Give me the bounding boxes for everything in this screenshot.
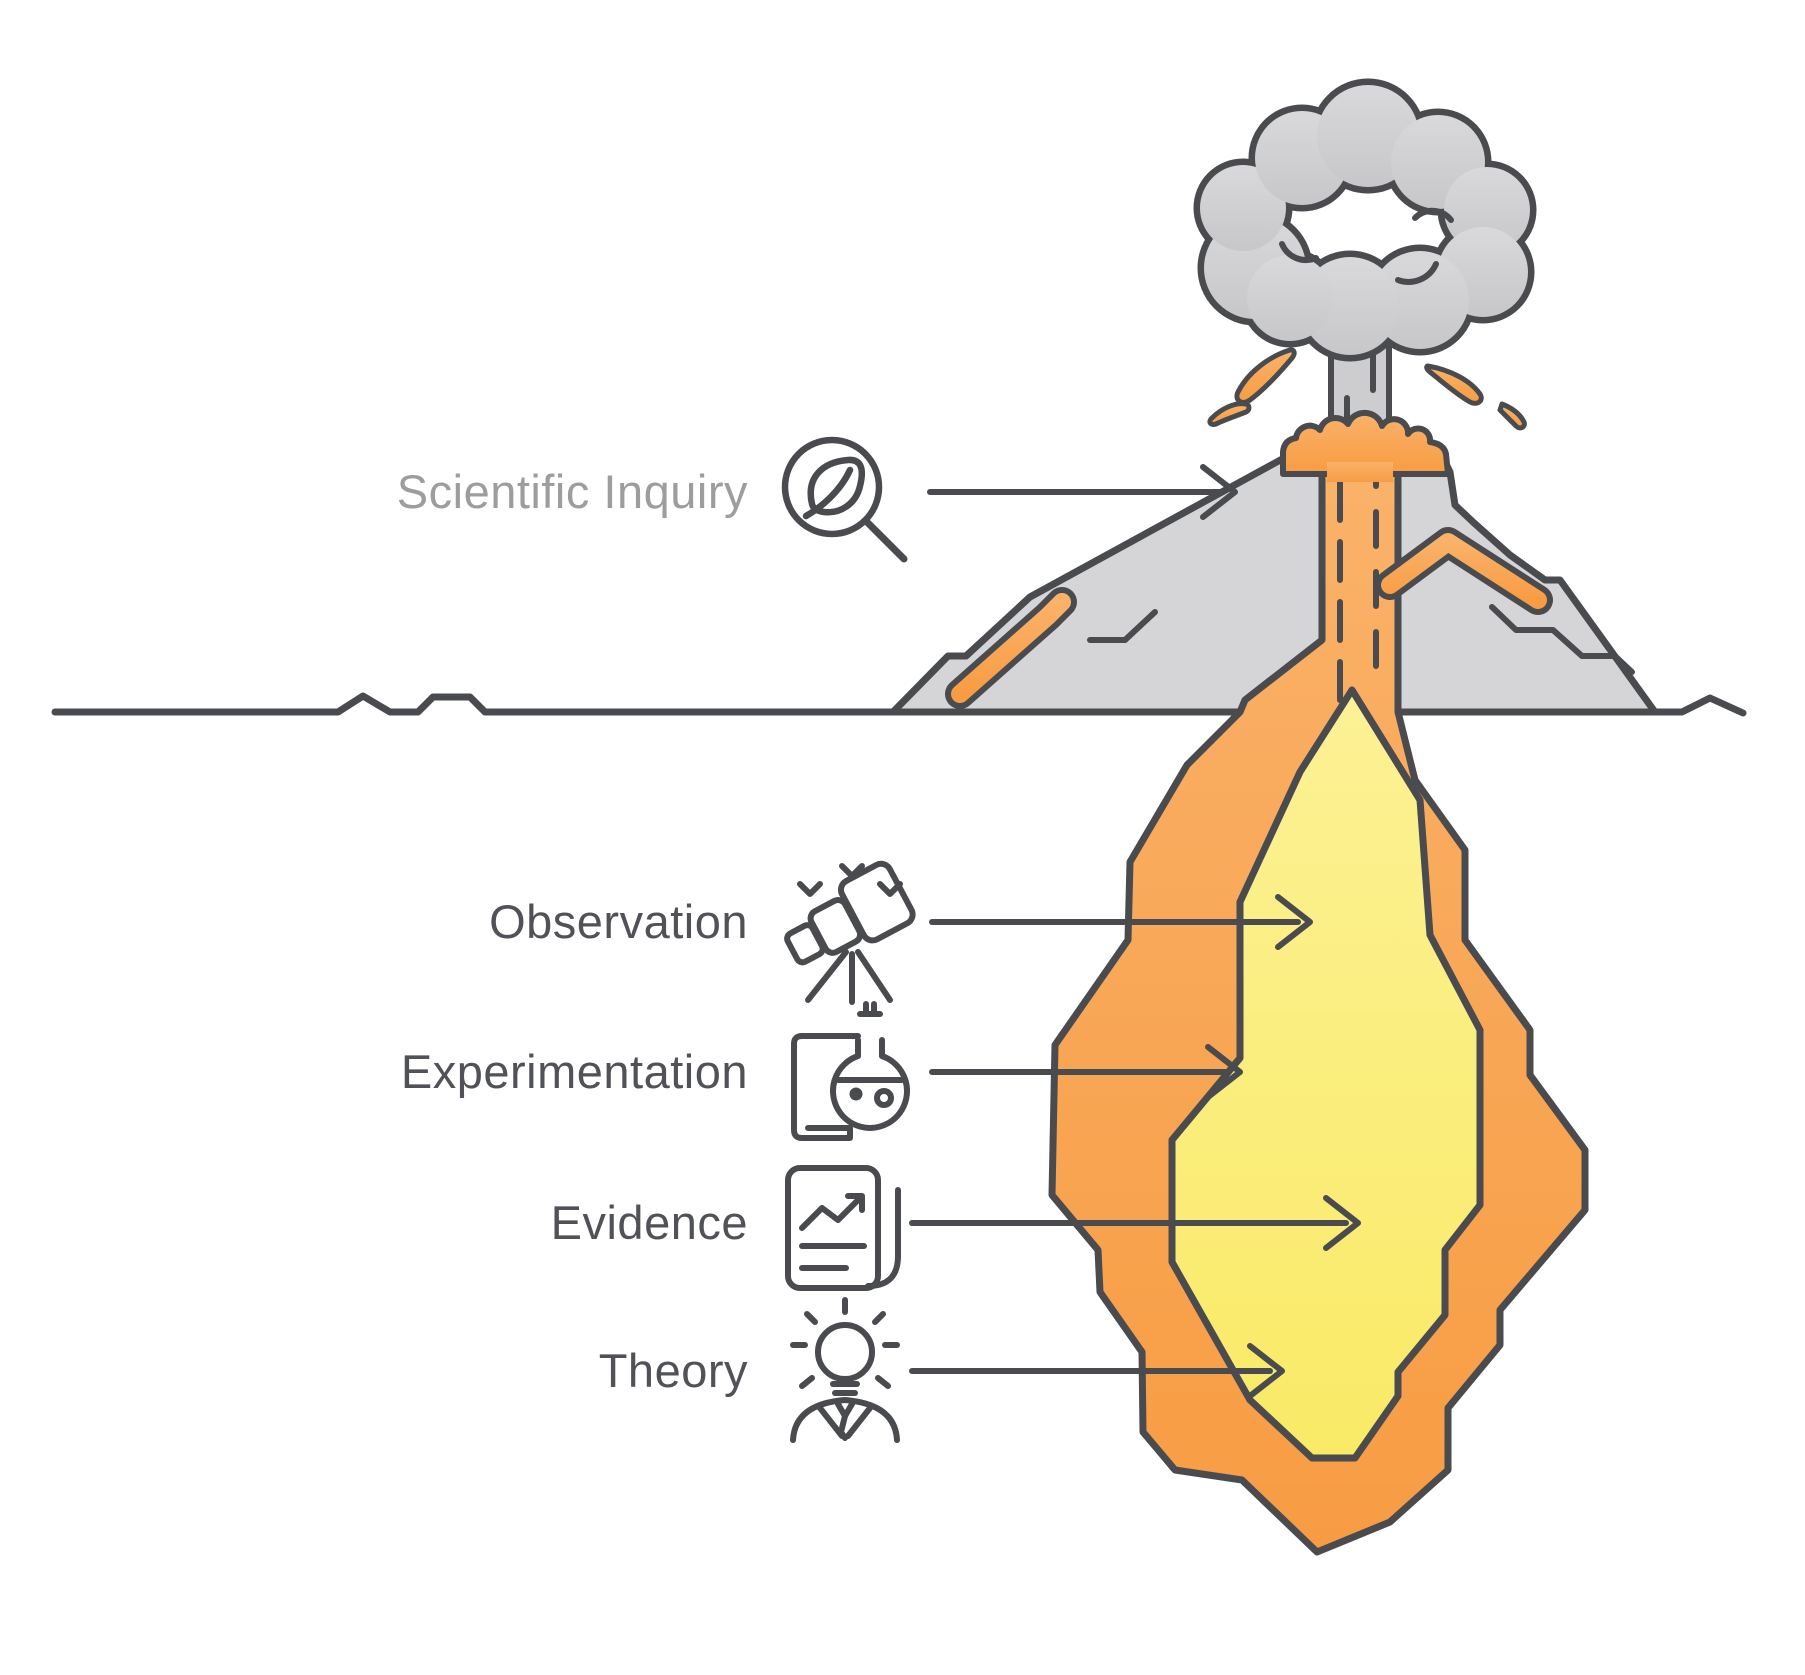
magma-inner — [1168, 686, 1484, 1462]
arrow-experimentation — [929, 1044, 1243, 1100]
label-scientific-inquiry: Scientific Inquiry — [396, 465, 748, 518]
magma-chamber — [1048, 454, 1589, 1556]
arrow-evidence — [909, 1195, 1361, 1251]
fault-line-left — [1087, 609, 1158, 643]
label-theory: Theory — [598, 1344, 748, 1397]
pointer-arrows — [909, 464, 1361, 1399]
magnifier-leaf-icon — [781, 436, 908, 563]
lightbulb-person-icon — [790, 1297, 900, 1443]
ash-cloud — [1193, 78, 1537, 362]
arrow-observation — [929, 894, 1313, 950]
lava-streaks — [945, 527, 1553, 709]
lava-splashes — [1207, 347, 1527, 431]
crater-lava — [1280, 409, 1451, 482]
label-observation: Observation — [489, 895, 748, 948]
telescope-icon — [784, 860, 916, 1005]
label-evidence: Evidence — [550, 1196, 748, 1249]
flask-icon — [791, 1001, 910, 1141]
ground-line — [51, 692, 1747, 717]
arrow-theory — [909, 1343, 1285, 1399]
report-document-icon — [785, 1165, 901, 1291]
fault-line-right — [1489, 604, 1635, 675]
arrow-scientific-inquiry — [927, 464, 1238, 520]
label-experimentation: Experimentation — [400, 1045, 748, 1098]
